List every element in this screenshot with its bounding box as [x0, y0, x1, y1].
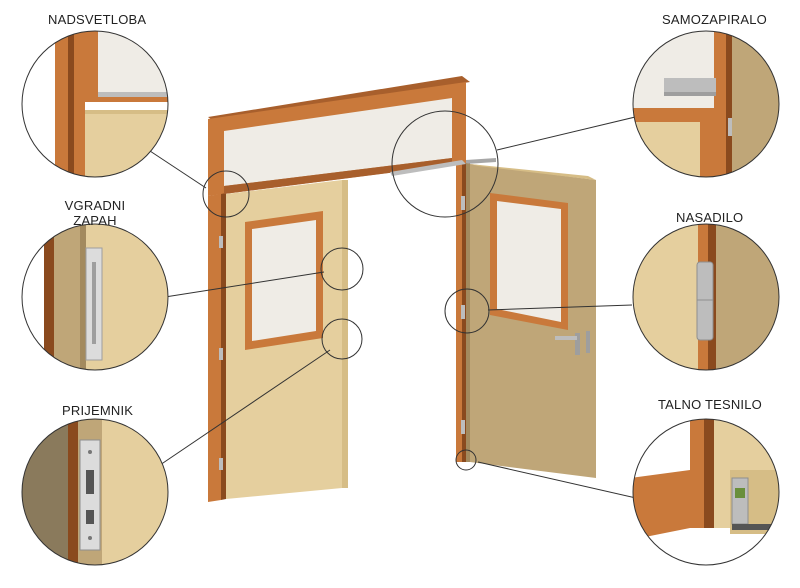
right-hinge-1	[461, 196, 465, 210]
detail-vgradni-zapah	[22, 224, 168, 370]
right-window-glass	[497, 201, 561, 322]
circle-prijemnik	[21, 418, 169, 566]
circle-vgradni-zapah	[21, 223, 169, 371]
left-leaf-edge	[342, 180, 348, 488]
callout-closer	[391, 110, 499, 218]
leader-lines	[149, 112, 653, 499]
left-hinge-2	[219, 348, 223, 360]
callout-transom	[202, 170, 250, 218]
closer-arm-2	[466, 158, 496, 164]
door-handle	[555, 336, 577, 340]
door-assembly	[208, 76, 596, 502]
callout-circles	[202, 110, 499, 471]
label-zapah: ZAPAH	[73, 213, 117, 228]
label-prijemnik: PRIJEMNIK	[62, 403, 134, 418]
label-vgradni: VGRADNI	[64, 198, 126, 213]
closer-arm	[390, 160, 466, 176]
detail-nasadilo	[633, 224, 779, 370]
label-samozapiralo: SAMOZAPIRALO	[662, 12, 767, 27]
circle-nadsvetloba	[21, 30, 169, 178]
callout-hinge	[444, 288, 490, 334]
right-hinge-2	[461, 305, 465, 319]
transom-glass	[224, 98, 452, 186]
left-hinge-1	[219, 236, 223, 248]
callout-strike	[321, 318, 363, 360]
right-hinge-3	[461, 420, 465, 434]
detail-prijemnik	[22, 419, 168, 565]
open-leaf-edge	[466, 163, 470, 462]
open-leaf-top	[470, 164, 596, 180]
circle-nasadilo	[632, 223, 780, 371]
left-window-glass	[252, 220, 316, 341]
detail-talno-tesnilo	[633, 419, 779, 565]
handle-plate-back	[586, 331, 590, 353]
label-nasadilo: NASADILO	[676, 210, 744, 225]
detail-nadsvetloba	[22, 31, 168, 177]
handle-plate	[575, 333, 580, 355]
circle-talno-tesnilo	[632, 418, 780, 566]
left-jamb	[208, 194, 221, 502]
circle-samozapiralo	[632, 30, 780, 178]
label-talno-tesnilo: TALNO TESNILO	[658, 397, 762, 412]
callout-seal	[455, 449, 477, 471]
label-nadsvetloba: NADSVETLOBA	[48, 12, 147, 27]
left-hinge-3	[219, 458, 223, 470]
callout-lock	[320, 247, 364, 291]
transom-rail	[224, 158, 452, 194]
label-vgradni-zapah: VGRADNI ZAPAH	[60, 198, 130, 228]
